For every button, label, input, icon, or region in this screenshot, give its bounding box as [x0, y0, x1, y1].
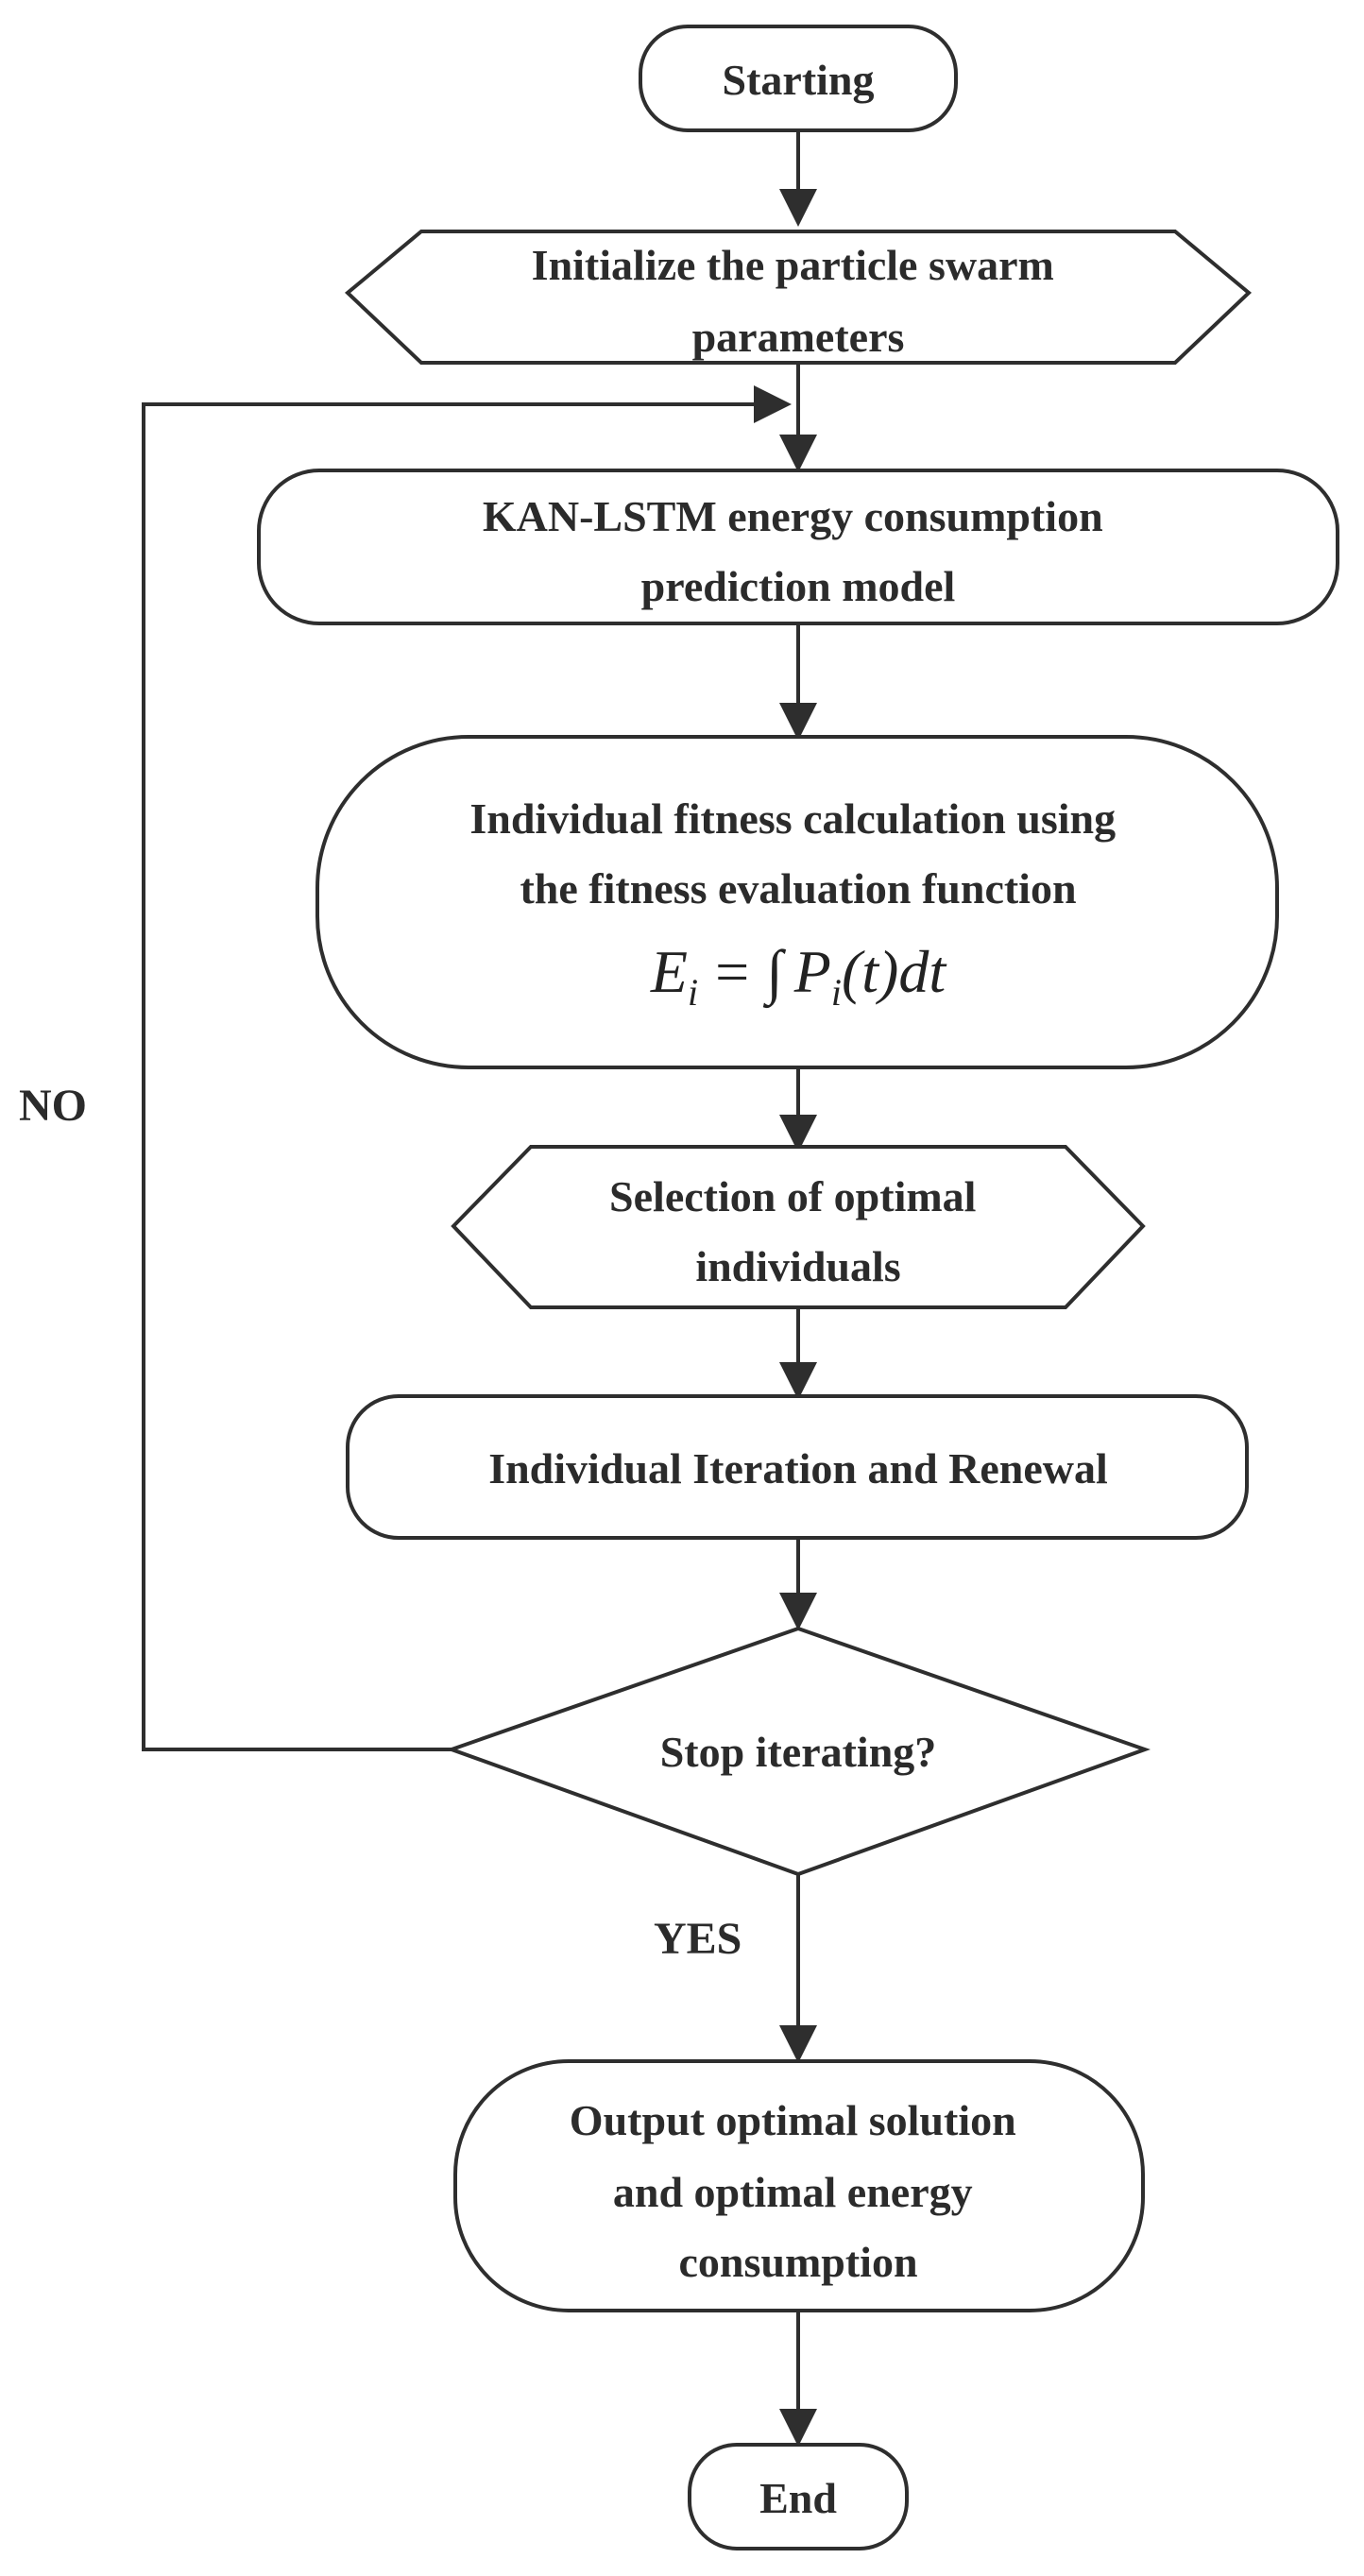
fitness-label-line-2: the fitness evaluation function [520, 864, 1076, 913]
output-label-line-1: Output optimal solution [570, 2096, 1016, 2144]
end-label: End [759, 2474, 837, 2522]
fitness-label: Individual fitness calculation using the… [469, 794, 1126, 913]
selection-label: Selection of optimal individuals [609, 1172, 987, 1290]
init-node [344, 230, 1253, 365]
output-label-line-2: and optimal energy [613, 2168, 973, 2216]
output-node [453, 2059, 1145, 2312]
selection-label-line-1: Selection of optimal [609, 1172, 976, 1220]
fitness-node [315, 735, 1279, 1069]
selection-label-line-2: individuals [695, 1242, 900, 1290]
output-label-line-3: consumption [678, 2238, 917, 2286]
iteration-label: Individual Iteration and Renewal [488, 1444, 1108, 1493]
no-label: NO [19, 1081, 87, 1131]
model-node [257, 469, 1339, 625]
formula-p: P [793, 938, 831, 1005]
iteration-node [346, 1394, 1249, 1540]
formula-p-sub: i [831, 971, 842, 1014]
decision-label: Stop iterating? [660, 1728, 937, 1776]
formula-arg: (t) [842, 938, 898, 1005]
formula-integral: ∫ [762, 938, 786, 1009]
formula-lhs-sub: i [688, 971, 698, 1014]
end-node [688, 2443, 909, 2550]
start-node [639, 25, 958, 132]
fitness-formula: Ei=∫Pi(t)dt [650, 938, 947, 1014]
formula-eq: = [715, 938, 749, 1005]
model-label: KAN-LSTM energy consumption prediction m… [483, 492, 1114, 610]
init-label-line-1: Initialize the particle swarm [532, 241, 1054, 289]
start-label: Starting [723, 56, 875, 104]
model-label-line-1: KAN-LSTM energy consumption [483, 492, 1103, 540]
yes-label: YES [654, 1914, 742, 1964]
selection-node [451, 1145, 1146, 1309]
formula-d: dt [898, 938, 947, 1005]
init-label: Initialize the particle swarm parameters [532, 241, 1066, 361]
output-label: Output optimal solution and optimal ener… [570, 2096, 1027, 2286]
decision-node [446, 1626, 1151, 1877]
fitness-label-line-1: Individual fitness calculation using [469, 794, 1116, 843]
init-label-line-2: parameters [692, 313, 905, 361]
formula-lhs: E [650, 938, 688, 1005]
model-label-line-2: prediction model [641, 562, 956, 610]
arrow-no-loop [142, 385, 792, 1751]
